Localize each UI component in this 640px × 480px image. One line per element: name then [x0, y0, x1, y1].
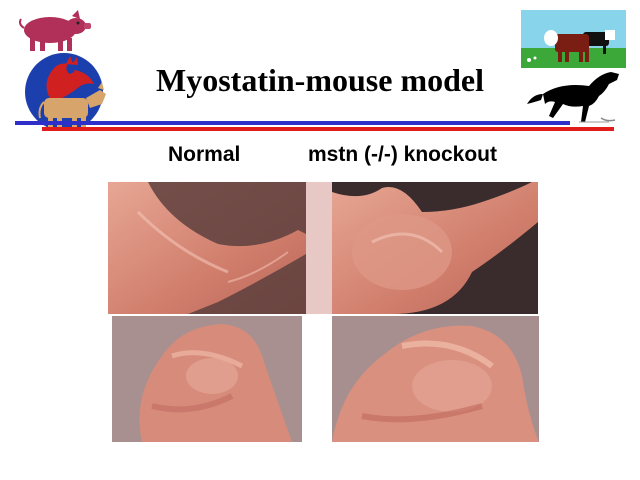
hindlimb-photo-normal: [112, 316, 302, 442]
label-normal: Normal: [168, 143, 241, 166]
slide-title: Myostatin-mouse model: [156, 62, 484, 98]
divider-blue: [15, 121, 570, 125]
forelimb-photo: [108, 182, 538, 314]
hindlimb-photo-knockout: [332, 316, 539, 442]
horse-icon: [527, 72, 619, 123]
pig-icon: [19, 10, 91, 51]
forelimb-photo-knockout: [332, 182, 538, 314]
forelimb-photo-normal: [108, 182, 306, 314]
label-knockout: mstn (-/-) knockout: [308, 143, 497, 166]
divider-red: [42, 127, 614, 131]
cow-field-icon: [521, 10, 626, 68]
